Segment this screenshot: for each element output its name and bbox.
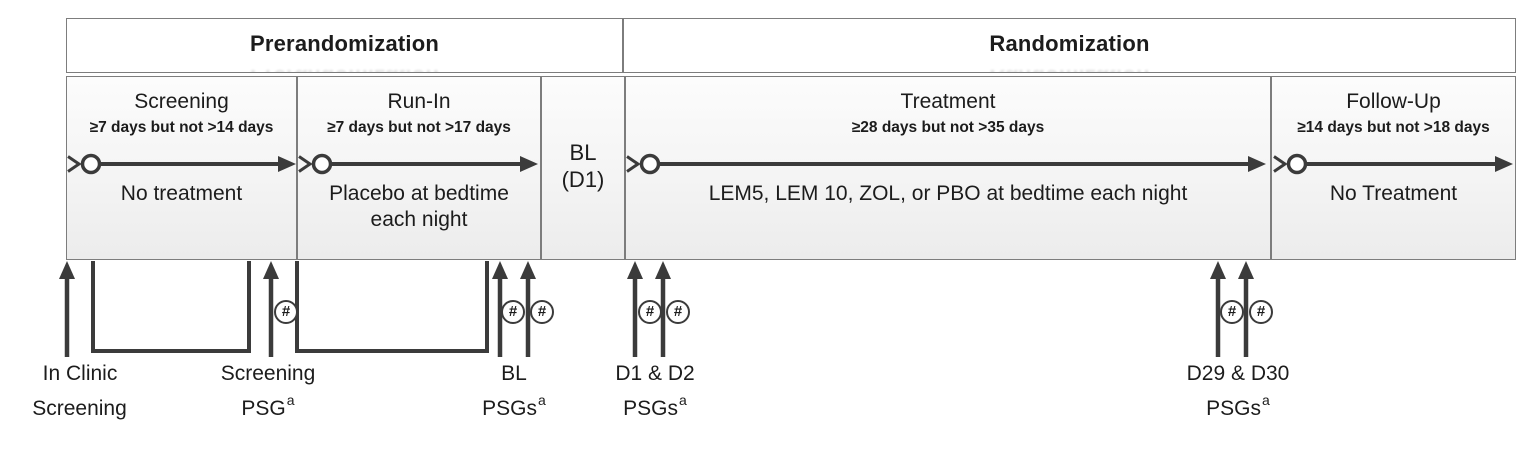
annotation-line2: PSGa xyxy=(241,392,295,420)
footnote-marker: a xyxy=(286,392,295,408)
phase-header-prerandomization: Prerandomization Prerandomization xyxy=(66,18,623,73)
hash-marker: # xyxy=(638,300,662,324)
screening-range-bracket xyxy=(91,261,251,353)
annotation-in-clinic-screening: In Clinic Screening xyxy=(0,360,190,423)
period-note: LEM5, LEM 10, ZOL, or PBO at bedtime eac… xyxy=(708,182,1188,205)
hash-marker: # xyxy=(530,300,554,324)
annotation-line2: Screening xyxy=(32,397,127,420)
annotation-bl-psgs: BL PSGsa xyxy=(404,360,624,423)
period-duration: ≥7 days but not >14 days xyxy=(89,119,274,136)
annotation-line2: PSGsa xyxy=(482,392,546,420)
period-title: Run-In xyxy=(387,90,451,113)
annotation-line1: Screening xyxy=(220,362,316,385)
annotation-line1: In Clinic xyxy=(42,362,118,385)
period-duration: ≥28 days but not >35 days xyxy=(851,119,1045,136)
period-title: Follow-Up xyxy=(1346,90,1441,113)
hash-marker: # xyxy=(1220,300,1244,324)
annotation-line1: D29 & D30 xyxy=(1186,362,1290,385)
baseline-day-label: (D1) xyxy=(561,167,605,192)
phase-header-randomization: Randomization Randomization xyxy=(623,18,1516,73)
annotation-line2: PSGsa xyxy=(1206,392,1270,420)
hash-marker: # xyxy=(274,300,298,324)
period-title: Treatment xyxy=(900,90,996,113)
annotation-line1: BL xyxy=(501,362,527,385)
period-cell-screening: Screening ≥7 days but not >14 days No tr… xyxy=(66,76,297,260)
annotation-line1: D1 & D2 xyxy=(615,362,695,385)
period-duration: ≥14 days but not >18 days xyxy=(1297,119,1490,136)
hash-marker: # xyxy=(501,300,525,324)
period-cell-baseline: BL (D1) xyxy=(541,76,625,260)
period-duration: ≥7 days but not >17 days xyxy=(327,119,511,136)
up-arrow-in-clinic-screening xyxy=(59,261,75,357)
baseline-label: BL xyxy=(569,140,597,165)
hash-marker: # xyxy=(1249,300,1273,324)
period-note: No Treatment xyxy=(1329,182,1458,205)
footnote-marker: a xyxy=(1262,392,1270,408)
annotation-screening-psg: Screening PSGa xyxy=(158,360,378,423)
period-cell-run-in: Run-In ≥7 days but not >17 days Placebo … xyxy=(297,76,541,260)
annotation-d29-d30-psgs: D29 & D30 PSGsa xyxy=(1128,360,1348,423)
period-note: No treatment xyxy=(120,182,243,205)
period-note: Placebo at bedtime each night xyxy=(329,182,509,231)
phase-title-randomization: Randomization xyxy=(989,31,1150,56)
annotation-line2: PSGsa xyxy=(623,392,687,420)
hash-marker: # xyxy=(666,300,690,324)
period-cell-treatment: Treatment ≥28 days but not >35 days LEM5… xyxy=(625,76,1271,260)
phase-title-prerandomization: Prerandomization xyxy=(249,31,439,56)
period-cell-follow-up: Follow-Up ≥14 days but not >18 days No T… xyxy=(1271,76,1516,260)
period-title: Screening xyxy=(134,90,229,113)
run-in-range-bracket xyxy=(295,261,489,353)
footnote-marker: a xyxy=(538,392,546,408)
footnote-marker: a xyxy=(679,392,687,408)
annotation-d1-d2-psgs: D1 & D2 PSGsa xyxy=(545,360,765,423)
